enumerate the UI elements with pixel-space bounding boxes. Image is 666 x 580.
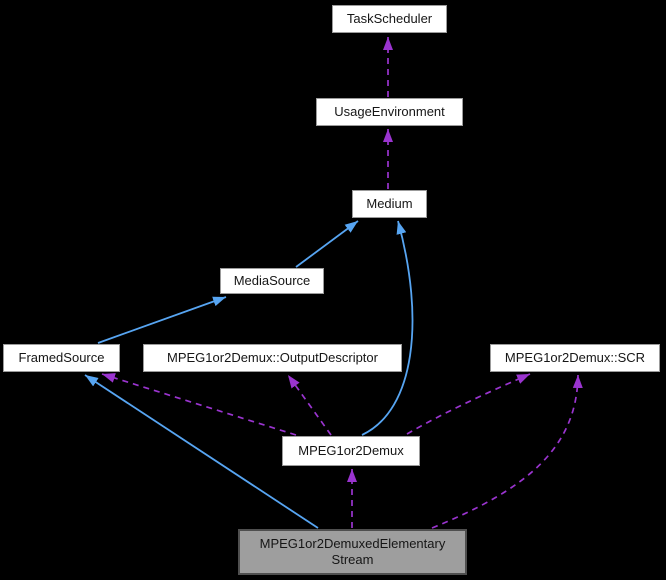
node-taskscheduler[interactable]: TaskScheduler: [332, 5, 447, 33]
edge-demuxedelementarystream-to-scr: [431, 374, 583, 529]
edge-demux-to-medium: [361, 220, 414, 436]
node-outputdescriptor[interactable]: MPEG1or2Demux::OutputDescriptor: [143, 344, 402, 372]
edge-framedsource-to-mediasource: [97, 296, 227, 344]
edge-demux-to-framedsource: [101, 373, 297, 436]
node-medium[interactable]: Medium: [352, 190, 427, 218]
node-demuxedelementarystream-current: MPEG1or2DemuxedElementary Stream: [238, 529, 467, 575]
node-usageenvironment[interactable]: UsageEnvironment: [316, 98, 463, 126]
node-demux[interactable]: MPEG1or2Demux: [282, 436, 420, 466]
edge-mediasource-to-medium: [295, 220, 359, 268]
node-mediasource[interactable]: MediaSource: [220, 268, 324, 294]
edge-demuxedelementarystream-to-framedsource: [84, 374, 319, 529]
edge-demux-to-outputdescriptor: [287, 374, 332, 436]
node-framedsource[interactable]: FramedSource: [3, 344, 120, 372]
node-scr[interactable]: MPEG1or2Demux::SCR: [490, 344, 660, 372]
edge-demux-to-scr: [406, 373, 531, 435]
